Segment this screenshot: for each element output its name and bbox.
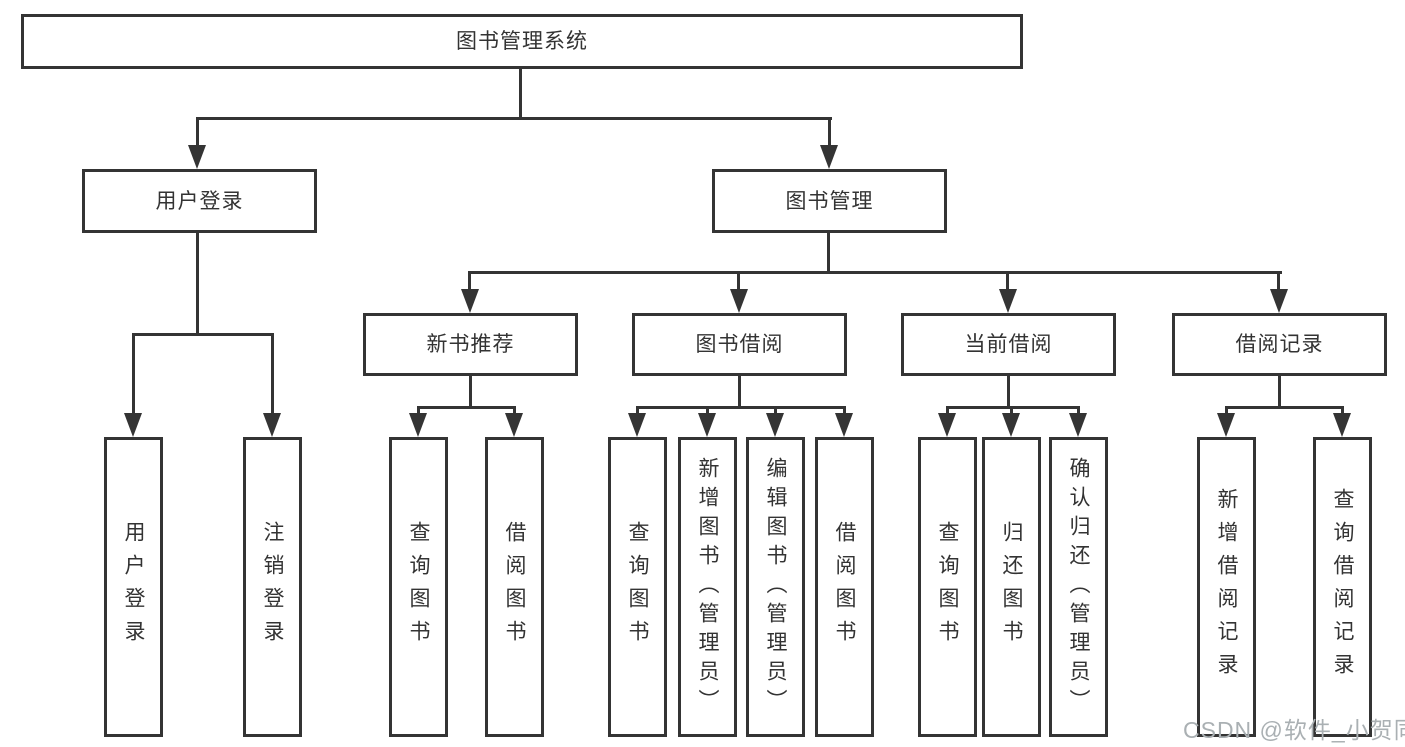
node-borrow-books-borrowing: 借阅图书 — [815, 437, 874, 737]
connector-line — [1077, 406, 1080, 418]
down-arrowhead — [1217, 413, 1235, 437]
down-arrowhead — [1333, 413, 1351, 437]
node-logout-action: 注销登录 — [243, 437, 302, 737]
node-return-books: 归还图书 — [982, 437, 1041, 737]
node-library-system: 图书管理系统 — [21, 14, 1023, 69]
down-arrowhead — [1002, 413, 1020, 437]
down-arrowhead — [1069, 413, 1087, 437]
node-add-borrow-record: 新增借阅记录 — [1197, 437, 1256, 737]
connector-line — [132, 333, 135, 415]
node-book-management: 图书管理 — [712, 169, 947, 233]
node-user-login-action: 用户登录 — [104, 437, 163, 737]
down-arrowhead — [188, 145, 206, 169]
connector-line — [519, 69, 522, 119]
node-new-book-recommendation: 新书推荐 — [363, 313, 578, 376]
connector-line — [706, 406, 709, 418]
down-arrowhead — [766, 413, 784, 437]
down-arrowhead — [505, 413, 523, 437]
connector-line — [1225, 406, 1228, 418]
node-search-books-borrowing: 查询图书 — [608, 437, 667, 737]
connector-line — [1341, 406, 1344, 418]
node-add-books-admin: 新增图书（管理员） — [678, 437, 737, 737]
connector-line — [196, 117, 199, 149]
connector-line — [513, 406, 516, 418]
connector-line — [636, 406, 846, 409]
node-edit-books-admin: 编辑图书（管理员） — [746, 437, 805, 737]
down-arrowhead — [730, 289, 748, 313]
connector-line — [636, 406, 639, 418]
node-confirm-return-admin: 确认归还（管理员） — [1049, 437, 1108, 737]
connector-line — [738, 376, 741, 409]
connector-line — [774, 406, 777, 418]
connector-line — [1007, 376, 1010, 409]
node-borrowing-records: 借阅记录 — [1172, 313, 1387, 376]
down-arrowhead — [1270, 289, 1288, 313]
connector-line — [946, 406, 949, 418]
connector-line — [417, 406, 420, 418]
down-arrowhead — [124, 413, 142, 437]
down-arrowhead — [628, 413, 646, 437]
connector-line — [417, 406, 516, 409]
csdn-watermark: CSDN @软件_小贺同学 — [1183, 717, 1405, 743]
connector-line — [468, 271, 1282, 274]
node-search-borrow-record: 查询借阅记录 — [1313, 437, 1372, 737]
down-arrowhead — [263, 413, 281, 437]
connector-line — [468, 271, 471, 295]
connector-line — [946, 406, 1080, 409]
connector-line — [1277, 271, 1280, 295]
down-arrowhead — [698, 413, 716, 437]
connector-line — [1010, 406, 1013, 418]
node-borrow-books-recommend: 借阅图书 — [485, 437, 544, 737]
connector-line — [843, 406, 846, 418]
connector-line — [828, 117, 831, 149]
node-book-borrowing: 图书借阅 — [632, 313, 847, 376]
down-arrowhead — [409, 413, 427, 437]
connector-line — [469, 376, 472, 409]
connector-line — [737, 271, 740, 295]
connector-line — [271, 333, 274, 415]
connector-line — [132, 333, 274, 336]
node-search-books-recommend: 查询图书 — [389, 437, 448, 737]
connector-line — [1278, 376, 1281, 409]
connector-line — [196, 117, 832, 120]
down-arrowhead — [820, 145, 838, 169]
node-current-borrowing: 当前借阅 — [901, 313, 1116, 376]
node-search-books-current: 查询图书 — [918, 437, 977, 737]
down-arrowhead — [461, 289, 479, 313]
connector-line — [196, 233, 199, 336]
connector-line — [1225, 406, 1344, 409]
connector-line — [1006, 271, 1009, 295]
down-arrowhead — [835, 413, 853, 437]
connector-line — [827, 233, 830, 274]
down-arrowhead — [938, 413, 956, 437]
node-user-login: 用户登录 — [82, 169, 317, 233]
down-arrowhead — [999, 289, 1017, 313]
